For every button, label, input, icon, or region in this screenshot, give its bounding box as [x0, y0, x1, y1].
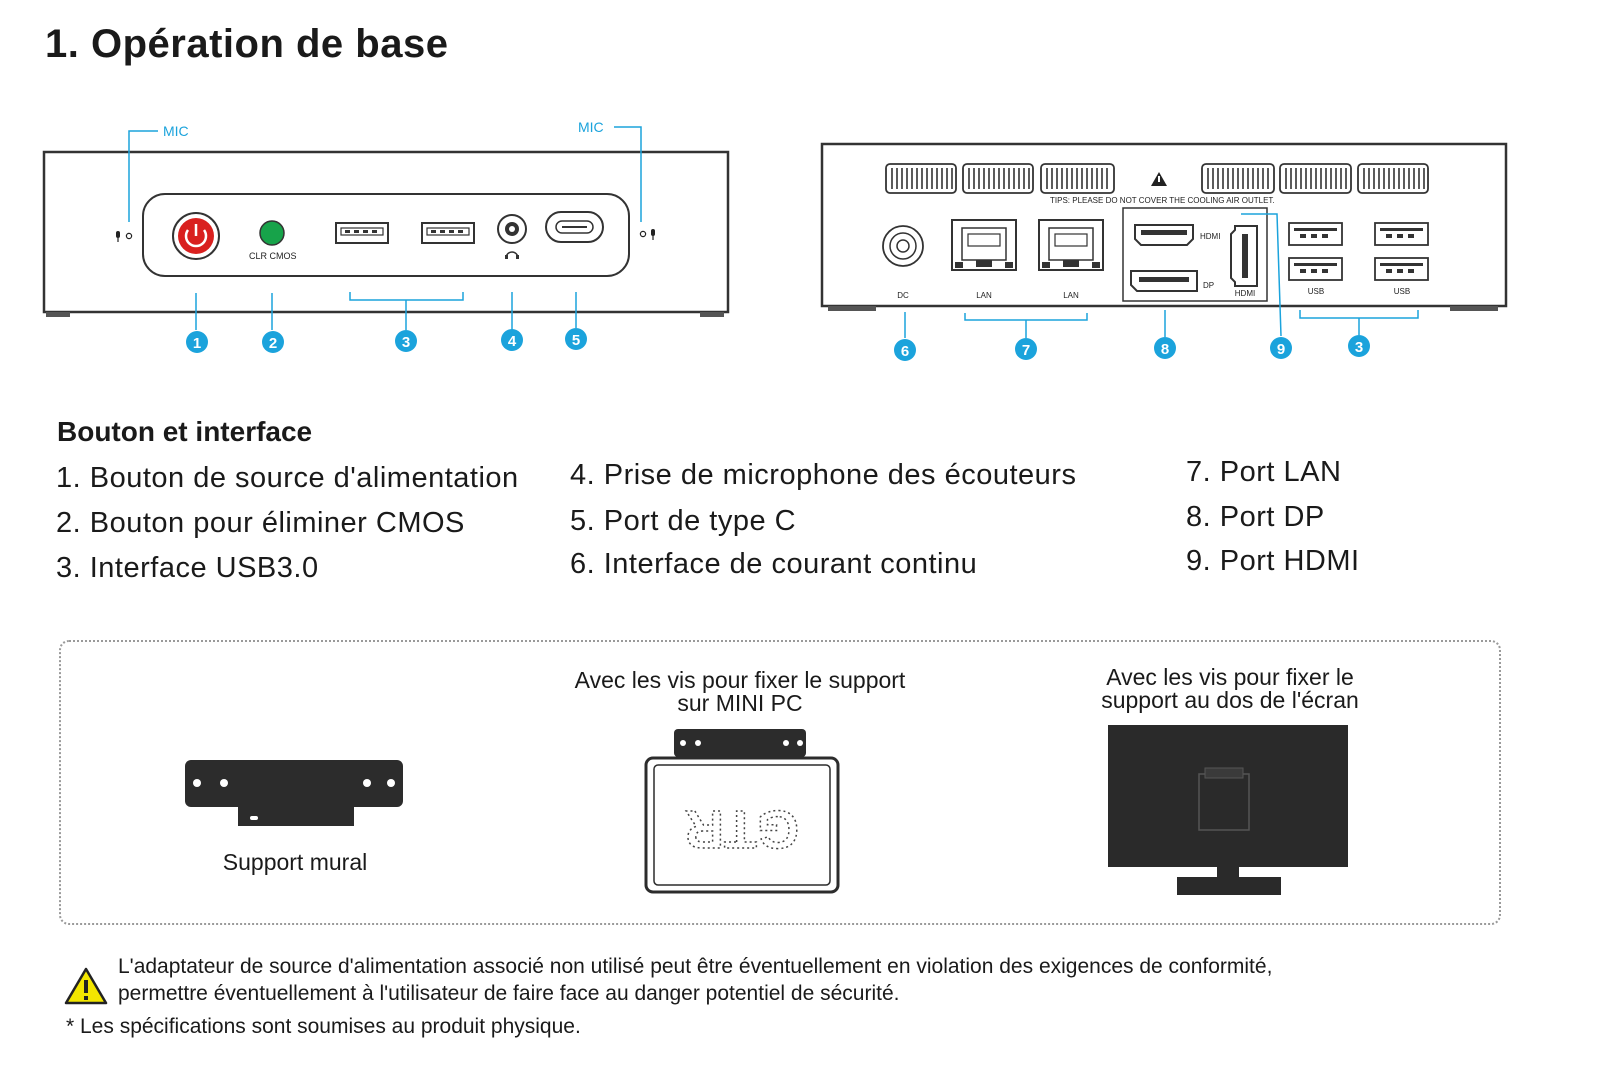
wall-mount-caption: Support mural	[222, 849, 368, 875]
clr-cmos-label: CLR CMOS	[249, 251, 297, 261]
monitor-back-illustration	[1108, 725, 1348, 895]
usb-c-port-icon	[545, 211, 604, 243]
screen-mount-caption-line1: Avec les vis pour fixer le	[1106, 664, 1354, 690]
svg-text:9: 9	[1277, 341, 1285, 358]
hdmi-top-label: HDMI	[1200, 232, 1220, 241]
dc-label: DC	[897, 291, 909, 300]
svg-text:3: 3	[402, 334, 410, 351]
page-title: 1. Opération de base	[45, 22, 449, 66]
warning-icon	[64, 967, 108, 1005]
list-item: 8. Port DP	[1186, 501, 1325, 533]
warning-line-1: L'adaptateur de source d'alimentation as…	[118, 955, 1273, 978]
lan-port-icon	[1038, 219, 1104, 271]
list-item: 5. Port de type C	[570, 505, 797, 537]
vent-slats	[891, 168, 1425, 189]
warning-triangle-icon	[1151, 172, 1167, 186]
usb-port-pins	[1294, 228, 1423, 273]
pc-mount-caption-line1: Avec les vis pour fixer le support	[574, 667, 906, 693]
hdmi-port-icon	[1134, 224, 1194, 246]
callout-4: 4	[501, 329, 523, 351]
svg-text:3: 3	[1355, 339, 1363, 356]
cooling-tip-text: TIPS: PLEASE DO NOT COVER THE COOLING AI…	[1050, 196, 1275, 205]
mic-right-label: MIC	[578, 119, 604, 135]
callout-6: 6	[894, 339, 916, 361]
callout-8: 8	[1154, 337, 1176, 359]
mini-pc-with-bracket-illustration: GTR	[644, 729, 840, 894]
dp-label: DP	[1203, 281, 1214, 290]
mic-left-label: MIC	[163, 123, 189, 139]
audio-jack-icon	[497, 214, 527, 259]
callout-2: 2	[262, 331, 284, 353]
svg-text:1: 1	[193, 335, 201, 352]
usb-port-icon	[335, 222, 389, 244]
list-item: 3. Interface USB3.0	[56, 552, 319, 584]
callout-5: 5	[565, 328, 587, 350]
device-diagrams: MIC MIC CLR CMOS	[42, 119, 1508, 361]
displayport-icon	[1130, 270, 1198, 292]
list-item: 4. Prise de microphone des écouteurs	[570, 459, 1077, 491]
list-item: 1. Bouton de source d'alimentation	[56, 462, 519, 494]
mic-right-icon	[639, 229, 655, 240]
callout-7: 7	[1015, 338, 1037, 360]
pc-mount-caption-line2: sur MINI PC	[677, 690, 803, 716]
callout-3: 3	[395, 330, 417, 352]
svg-text:6: 6	[901, 343, 909, 360]
callout-3-rear: 3	[1348, 335, 1370, 357]
lan2-label: LAN	[1063, 291, 1079, 300]
callout-9: 9	[1270, 337, 1292, 359]
gtr-logo: GTR	[685, 799, 799, 859]
svg-text:5: 5	[572, 332, 580, 349]
warning-line-2: permettre éventuellement à l'utilisateur…	[118, 982, 900, 1005]
screen-mount-caption-line2: support au dos de l'écran	[1101, 687, 1359, 713]
callout-1: 1	[186, 331, 208, 353]
video-ports-group	[1122, 207, 1268, 302]
lan1-label: LAN	[976, 291, 992, 300]
wall-mount-bracket-illustration	[185, 760, 403, 826]
list-item: 6. Interface de courant continu	[570, 548, 978, 580]
usb1-label: USB	[1308, 287, 1324, 296]
svg-text:8: 8	[1161, 341, 1169, 358]
warning-text: L'adaptateur de source d'alimentation as…	[118, 953, 1272, 1007]
spec-note: * Les spécifications sont soumises au pr…	[66, 1015, 581, 1038]
power-button-icon	[172, 212, 220, 260]
clr-cmos-button-icon	[259, 220, 285, 246]
svg-text:7: 7	[1022, 342, 1030, 359]
usb-port-icon	[421, 222, 475, 244]
list-item: 9. Port HDMI	[1186, 545, 1360, 577]
section-heading: Bouton et interface	[57, 416, 313, 447]
mounting-panel	[59, 640, 1501, 925]
list-item: 2. Bouton pour éliminer CMOS	[56, 507, 465, 539]
list-item: 7. Port LAN	[1186, 456, 1342, 488]
dc-jack-icon	[882, 225, 924, 267]
svg-text:4: 4	[508, 333, 517, 350]
hdmi-bottom-label: HDMI	[1235, 289, 1255, 298]
lan-port-icon	[951, 219, 1017, 271]
usb2-label: USB	[1394, 287, 1410, 296]
hdmi-vertical-port-icon	[1230, 225, 1258, 287]
rear-panel-diagram: TIPS: PLEASE DO NOT COVER THE COOLING AI…	[820, 142, 1508, 361]
svg-text:2: 2	[269, 335, 277, 352]
mic-left-icon	[116, 231, 133, 242]
front-panel-diagram: MIC MIC CLR CMOS	[42, 119, 730, 353]
